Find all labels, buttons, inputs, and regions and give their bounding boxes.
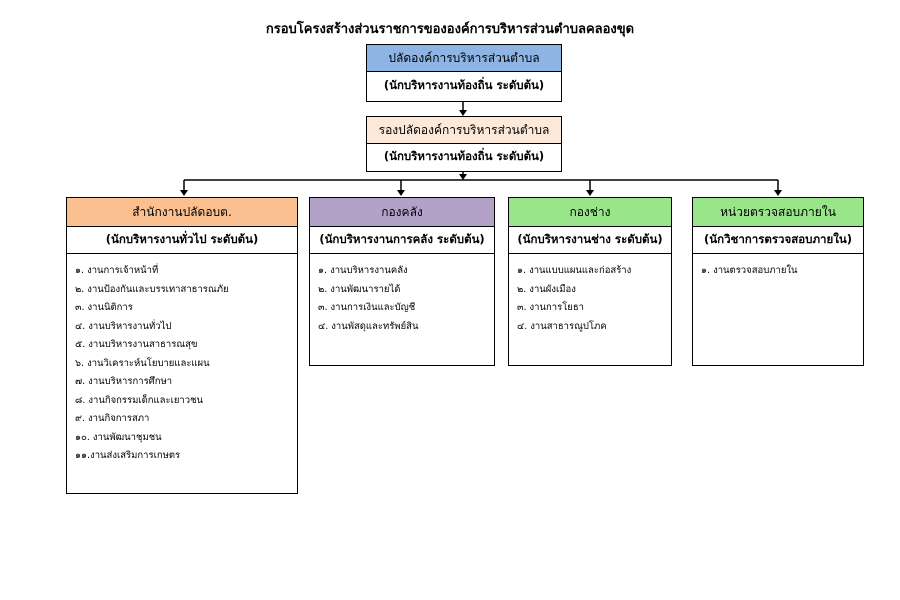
dept-office-level: (นักบริหารงานทั่วไป ระดับต้น) (105, 231, 259, 246)
list-item: ๔. งานบริหารงานทั่วไป (75, 320, 172, 332)
chart-title: กรอบโครงสร้างส่วนราชการขององค์การบริหารส… (265, 22, 635, 37)
list-item: ๓. งานนิติการ (75, 302, 133, 313)
list-item: ๒. งานพัฒนารายได้ (318, 283, 401, 295)
dept-audit-list: ๑. งานตรวจสอบภายใน (692, 253, 864, 366)
list-item: ๓. งานการเงินและบัญชี (318, 302, 416, 313)
list-item: ๘. งานกิจกรรมเด็กและเยาวชน (75, 394, 204, 406)
dept-office-title: สำนักงานปลัดอบต. (67, 198, 297, 227)
list-item: ๕. งานบริหารงานสาธารณสุข (75, 339, 198, 350)
list-item: ๓. งานการโยธา (517, 302, 584, 313)
deputy-level: (นักบริหารงานท้องถิ่น ระดับต้น) (383, 149, 545, 163)
chief-level: (นักบริหารงานท้องถิ่น ระดับต้น) (383, 78, 545, 92)
list-item: ๑. งานแบบแผนและก่อสร้าง (517, 265, 632, 276)
list-item: ๑. งานการเจ้าหน้าที่ (75, 265, 159, 276)
dept-office-list: ๑. งานการเจ้าหน้าที่ ๒. งานป้องกันและบรร… (66, 253, 298, 494)
dept-finance-list: ๑. งานบริหารงานคลัง ๒. งานพัฒนารายได้ ๓.… (309, 253, 495, 366)
list-item: ๑. งานตรวจสอบภายใน (701, 265, 798, 276)
list-item: ๙. งานกิจการสภา (75, 413, 150, 424)
dept-engineering-list: ๑. งานแบบแผนและก่อสร้าง ๒. งานผังเมือง ๓… (508, 253, 672, 366)
list-item: ๔. งานพัสดุและทรัพย์สิน (318, 320, 419, 332)
dept-finance-level: (นักบริหารงานการคลัง ระดับต้น) (319, 231, 485, 246)
list-item: ๖. งานวิเคราะห์นโยบายและแผน (75, 357, 210, 369)
list-item: ๑๐. งานพัฒนาชุมชน (75, 431, 162, 443)
list-item: ๒. งานป้องกันและบรรเทาสาธารณภัย (75, 283, 229, 295)
dept-office-box: สำนักงานปลัดอบต. (นักบริหารงานทั่วไป ระด… (66, 197, 298, 254)
dept-audit-box: หน่วยตรวจสอบภายใน (นักวิชาการตรวจสอบภายใ… (692, 197, 864, 254)
dept-engineering-level: (นักบริหารงานช่าง ระดับต้น) (517, 231, 663, 246)
dept-finance-box: กองคลัง (นักบริหารงานการคลัง ระดับต้น) (309, 197, 495, 254)
chief-box: ปลัดองค์การบริหารส่วนตำบล (นักบริหารงานท… (366, 44, 562, 102)
list-item: ๔. งานสาธารณูปโภค (517, 320, 607, 332)
list-item: ๗. งานบริหารการศึกษา (75, 376, 173, 387)
dept-finance-title: กองคลัง (310, 198, 494, 227)
chief-title: ปลัดองค์การบริหารส่วนตำบล (367, 45, 561, 72)
list-item: ๑. งานบริหารงานคลัง (318, 265, 408, 276)
dept-audit-title: หน่วยตรวจสอบภายใน (693, 198, 863, 227)
list-item: ๑๑.งานส่งเสริมการเกษตร (75, 450, 181, 461)
dept-audit-level: (นักวิชาการตรวจสอบภายใน) (704, 231, 852, 246)
deputy-box: รองปลัดองค์การบริหารส่วนตำบล (นักบริหารง… (366, 116, 562, 172)
dept-engineering-box: กองช่าง (นักบริหารงานช่าง ระดับต้น) (508, 197, 672, 254)
deputy-title: รองปลัดองค์การบริหารส่วนตำบล (367, 117, 561, 144)
list-item: ๒. งานผังเมือง (517, 283, 576, 295)
dept-engineering-title: กองช่าง (509, 198, 671, 227)
